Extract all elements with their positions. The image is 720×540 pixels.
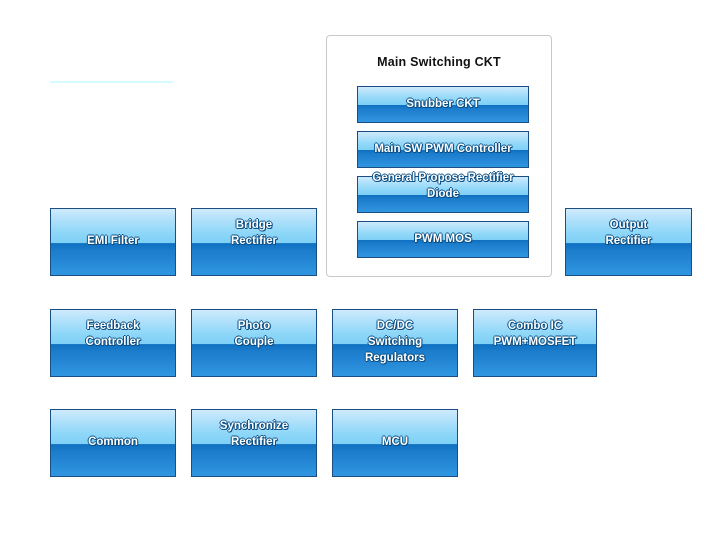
block-snubber-ckt-label: Snubber CKT [406, 97, 480, 110]
block-photo-couple[interactable]: Photo Couple [191, 309, 317, 377]
block-common[interactable]: Common [50, 409, 176, 477]
block-pwm-mos-label: PWM MOS [414, 232, 472, 245]
block-combo-ic-pwm-mosfet[interactable]: Combo IC PWM+MOSFET [473, 309, 597, 377]
block-combo-ic-pwm-mosfet-label: Combo IC PWM+MOSFET [493, 320, 577, 348]
block-pwm-mos[interactable]: PWM MOS [357, 221, 529, 258]
block-synchronize-rectifier[interactable]: Synchronize Rectifier [191, 409, 317, 477]
block-emi-filter-label: EMI Filter [87, 235, 139, 247]
block-general-propose-rectifier-diode[interactable]: General Propose Rectifier Diode [357, 172, 529, 213]
block-photo-couple-label: Photo Couple [234, 320, 274, 348]
block-dcdc-switching-regulators[interactable]: DC/DC Switching Regulators [332, 309, 458, 377]
block-bridge-rectifier[interactable]: Bridge Rectifier [191, 208, 317, 276]
block-bridge-rectifier-label: Bridge Rectifier [230, 219, 278, 247]
block-feedback-controller[interactable]: Feedback Controller [50, 309, 176, 377]
block-dcdc-switching-regulators-label: DC/DC Switching Regulators [364, 320, 426, 364]
cyan-divider-rule [50, 81, 173, 83]
block-emi-filter[interactable]: EMI Filter [50, 208, 176, 276]
block-mcu-label: MCU [381, 436, 409, 448]
block-output-rectifier-label: Output Rectifier [605, 219, 652, 247]
block-mcu[interactable]: MCU [332, 409, 458, 477]
main-switching-ckt-title: Main Switching CKT [377, 55, 501, 69]
block-output-rectifier[interactable]: Output Rectifier [565, 208, 692, 276]
block-snubber-ckt[interactable]: Snubber CKT [357, 86, 529, 123]
block-main-sw-pwm-controller-label: Main SW PWM Controller [374, 142, 512, 155]
block-common-label: Common [88, 436, 138, 448]
block-general-propose-rectifier-diode-label: General Propose Rectifier Diode [372, 171, 514, 200]
block-synchronize-rectifier-label: Synchronize Rectifier [219, 420, 289, 448]
block-main-sw-pwm-controller[interactable]: Main SW PWM Controller [357, 131, 529, 168]
block-feedback-controller-label: Feedback Controller [85, 320, 141, 348]
